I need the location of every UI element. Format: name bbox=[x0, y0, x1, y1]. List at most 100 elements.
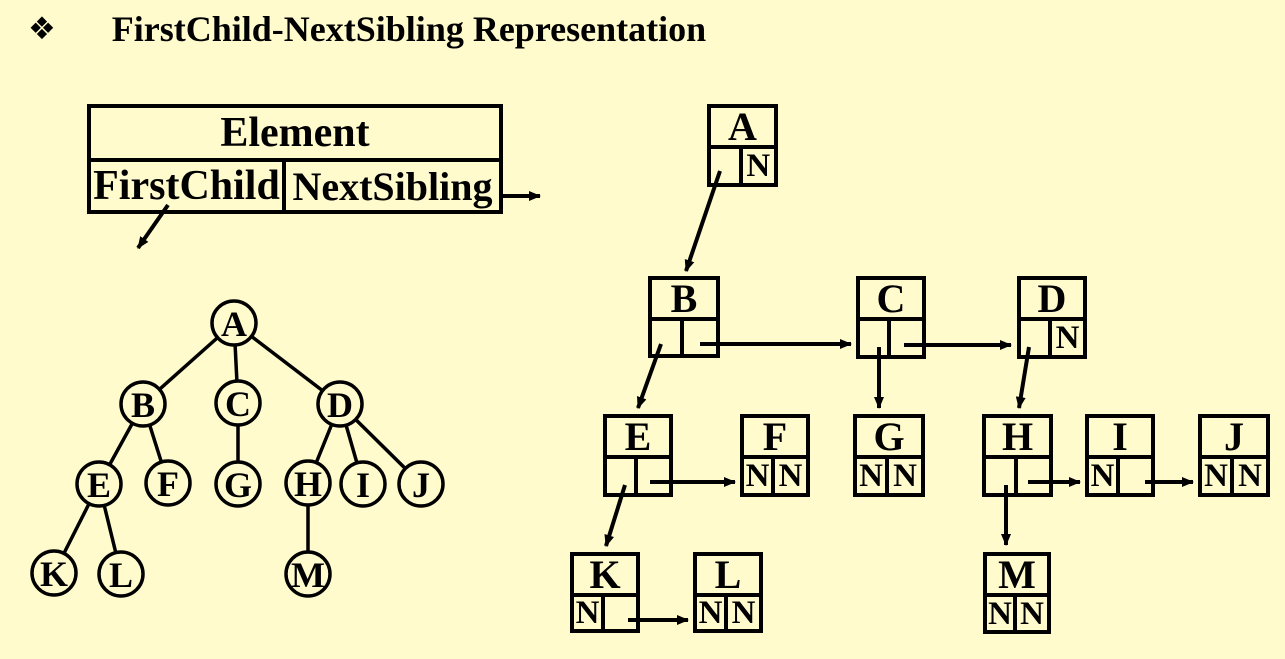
tree-node-m-label: M bbox=[291, 555, 325, 595]
list-node-d-firstchild-cell bbox=[1021, 321, 1052, 355]
tree-node-f-label: F bbox=[157, 464, 179, 504]
slide-title-row: ❖ FirstChild-NextSibling Representation bbox=[28, 6, 706, 52]
tree-node-e-label: E bbox=[87, 465, 111, 505]
tree-node-e: E bbox=[75, 460, 123, 508]
tree-node-k: K bbox=[30, 549, 78, 597]
record-element-cell: Element bbox=[91, 108, 499, 162]
list-node-b-nextsibling-cell bbox=[684, 321, 716, 354]
list-node-e-label: E bbox=[607, 416, 669, 459]
tree-node-d-circle bbox=[316, 380, 364, 428]
list-node-k-label: K bbox=[574, 554, 636, 597]
list-node-g-nextsibling-cell: N bbox=[893, 458, 917, 494]
list-node-m-nextsibling-cell: N bbox=[1020, 595, 1044, 632]
list-node-f-label: F bbox=[744, 416, 806, 459]
tree-node-c: C bbox=[214, 379, 262, 427]
tree-node-i-label: I bbox=[356, 465, 370, 505]
list-node-a-nextsibling-cell: N bbox=[746, 148, 771, 184]
tree-node-i: I bbox=[339, 460, 387, 508]
tree-node-a-circle bbox=[210, 299, 258, 347]
list-node-f-firstchild-cell: N bbox=[744, 459, 775, 493]
tree-node-a-label: A bbox=[221, 304, 247, 344]
tree-edges bbox=[52, 321, 423, 575]
tree-node-d: D bbox=[316, 380, 364, 428]
tree-node-d-label: D bbox=[327, 385, 353, 425]
tree-node-e-circle bbox=[75, 460, 123, 508]
tree-node-i-circle bbox=[339, 460, 387, 508]
list-node-l: L N N bbox=[693, 552, 763, 633]
list-node-b-label: B bbox=[652, 278, 716, 321]
list-node-c-nextsibling-cell bbox=[891, 321, 922, 355]
tree-node-j: J bbox=[397, 460, 445, 508]
tree-node-j-label: J bbox=[412, 465, 430, 505]
list-node-k-firstchild-cell: N bbox=[574, 597, 605, 630]
tree-node-h-circle bbox=[284, 459, 332, 507]
tree-node-c-label: C bbox=[225, 384, 251, 424]
list-node-a: A N bbox=[707, 104, 778, 187]
list-node-a-label: A bbox=[711, 106, 774, 149]
list-node-h-firstchild-cell bbox=[986, 459, 1018, 493]
record-pointer-row: FirstChild NextSibling bbox=[91, 162, 499, 210]
list-node-j-nextsibling-cell: N bbox=[1238, 458, 1262, 494]
list-node-j-firstchild-cell: N bbox=[1202, 459, 1234, 493]
tree-node-g-circle bbox=[214, 460, 262, 508]
list-node-h-nextsibling-cell bbox=[1018, 459, 1050, 493]
list-node-j-label: J bbox=[1202, 416, 1266, 459]
page-title: FirstChild-NextSibling Representation bbox=[111, 9, 707, 49]
list-node-i-nextsibling-cell bbox=[1120, 459, 1151, 493]
list-node-c: C bbox=[856, 276, 926, 359]
tree-node-m-circle bbox=[284, 550, 332, 598]
list-node-f-nextsibling-cell: N bbox=[778, 458, 803, 494]
list-node-l-firstchild-cell: N bbox=[697, 597, 728, 630]
tree-node-f-circle bbox=[144, 459, 192, 507]
tree-node-g: G bbox=[214, 460, 262, 508]
list-node-d-nextsibling-cell: N bbox=[1055, 320, 1080, 356]
list-node-m-label: M bbox=[987, 554, 1047, 597]
list-node-a-firstchild-cell bbox=[711, 149, 743, 183]
tree-node-j-circle bbox=[397, 460, 445, 508]
tree-node-a: A bbox=[210, 299, 258, 347]
tree-node-c-circle bbox=[214, 379, 262, 427]
list-node-h: H bbox=[982, 414, 1053, 497]
list-node-e-firstchild-cell bbox=[607, 459, 638, 493]
tree-node-m: M bbox=[284, 550, 332, 598]
list-node-g-label: G bbox=[857, 416, 921, 459]
list-node-e-nextsibling-cell bbox=[638, 459, 669, 493]
list-node-l-nextsibling-cell: N bbox=[731, 595, 756, 631]
list-node-c-firstchild-cell bbox=[860, 321, 891, 355]
record-firstchild-cell: FirstChild bbox=[91, 162, 286, 210]
list-node-f: F N N bbox=[740, 414, 810, 497]
record-structure-box: Element FirstChild NextSibling bbox=[87, 104, 503, 214]
tree-node-h-label: H bbox=[294, 464, 322, 504]
list-node-g-firstchild-cell: N bbox=[857, 459, 889, 493]
list-node-b-firstchild-cell bbox=[652, 321, 684, 354]
list-node-m-firstchild-cell: N bbox=[987, 597, 1017, 630]
list-node-c-label: C bbox=[860, 278, 922, 321]
list-node-k: K N bbox=[570, 552, 640, 633]
list-node-i-label: I bbox=[1089, 416, 1151, 459]
list-node-j: J N N bbox=[1198, 414, 1270, 497]
list-node-i-firstchild-cell: N bbox=[1089, 459, 1120, 493]
list-node-i: I N bbox=[1085, 414, 1155, 497]
tree-node-b-circle bbox=[119, 380, 167, 428]
arrow-a-firstchild-to-b bbox=[684, 170, 722, 272]
list-node-e: E bbox=[603, 414, 673, 497]
list-node-d: D N bbox=[1017, 276, 1087, 359]
list-node-h-label: H bbox=[986, 416, 1049, 459]
tree-node-h: H bbox=[284, 459, 332, 507]
tree-node-b: B bbox=[119, 380, 167, 428]
list-node-b: B bbox=[648, 276, 720, 358]
diamond-bullet-icon: ❖ bbox=[28, 11, 56, 47]
list-node-d-label: D bbox=[1021, 278, 1083, 321]
list-node-k-nextsibling-cell bbox=[605, 597, 636, 629]
tree-node-k-circle bbox=[30, 549, 78, 597]
tree-node-k-label: K bbox=[40, 554, 68, 594]
record-nextsibling-cell: NextSibling bbox=[292, 163, 493, 209]
tree-node-g-label: G bbox=[224, 465, 252, 505]
tree-node-l-circle bbox=[97, 550, 145, 598]
list-node-l-label: L bbox=[697, 554, 759, 597]
list-node-g: G N N bbox=[853, 414, 925, 497]
tree-node-f: F bbox=[144, 459, 192, 507]
tree-node-l-label: L bbox=[109, 555, 133, 595]
